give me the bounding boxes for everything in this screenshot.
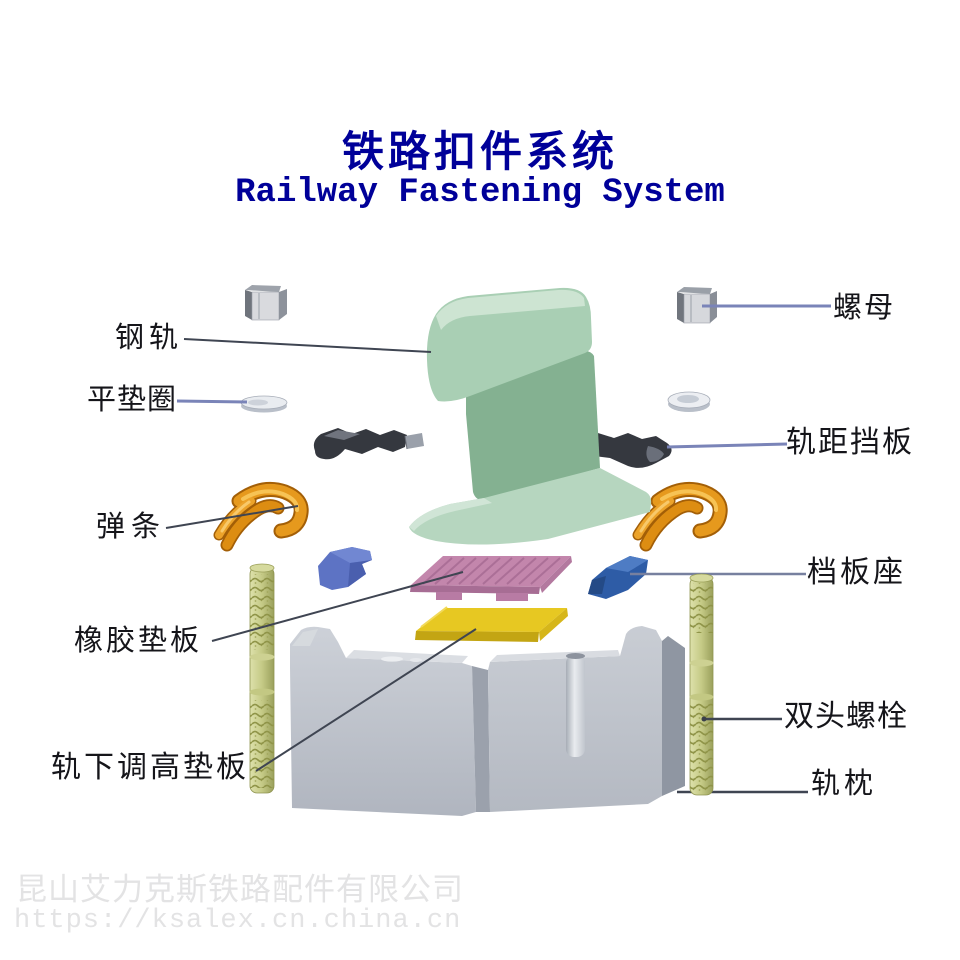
leader-lines-front bbox=[165, 304, 831, 772]
label-gauge-baffle: 轨距挡板 bbox=[786, 426, 914, 459]
stud-bolt-right bbox=[689, 573, 714, 796]
flat-washer-left bbox=[240, 395, 288, 413]
flat-washer-right bbox=[667, 391, 711, 412]
baffle-seat-left bbox=[318, 547, 372, 590]
label-baffle-seat: 档板座 bbox=[807, 556, 906, 589]
watermark-url: https://ksalex.cn.china.cn bbox=[14, 906, 462, 936]
label-height-pad: 轨下调高垫板 bbox=[51, 751, 249, 784]
elastic-clip-left bbox=[213, 482, 309, 552]
height-adjust-pad bbox=[415, 606, 568, 642]
nut-left bbox=[245, 285, 287, 321]
page-title: 铁路扣件系统 bbox=[341, 128, 618, 175]
label-stud-bolt: 双头螺栓 bbox=[784, 700, 908, 733]
page-subtitle: Railway Fastening System bbox=[235, 174, 725, 212]
sleeper-bolt-hole bbox=[566, 653, 585, 757]
label-elastic-clip: 弹条 bbox=[96, 511, 167, 543]
label-rubber-pad: 橡胶垫板 bbox=[74, 625, 203, 657]
rubber-pad bbox=[410, 556, 572, 601]
nut-right bbox=[677, 287, 717, 324]
baffle-seat-right bbox=[588, 556, 648, 599]
label-rail: 钢轨 bbox=[115, 322, 184, 354]
stud-bolt-left bbox=[249, 563, 275, 794]
gauge-baffle-left bbox=[313, 428, 424, 460]
label-sleeper: 轨枕 bbox=[811, 768, 878, 800]
sleeper-block bbox=[290, 626, 685, 816]
label-flat-washer: 平垫圈 bbox=[87, 384, 178, 416]
watermark-company: 昆山艾力克斯铁路配件有限公司 bbox=[16, 872, 464, 907]
rail-section bbox=[409, 287, 652, 545]
label-nut: 螺母 bbox=[833, 292, 896, 324]
